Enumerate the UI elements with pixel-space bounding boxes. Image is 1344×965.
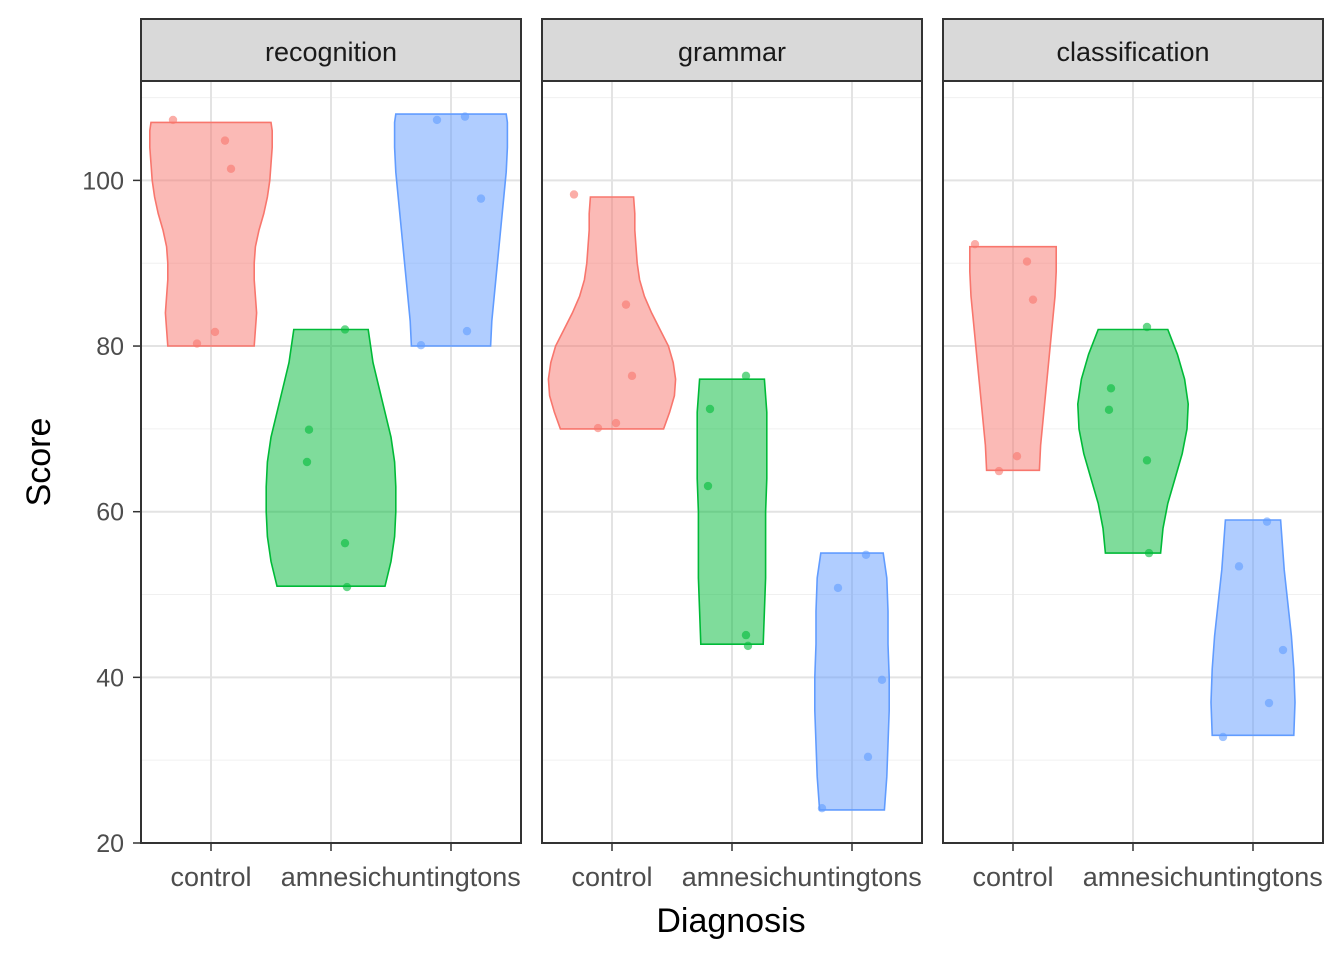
facet-strip-label: grammar — [678, 37, 786, 67]
data-point-amnesic — [1142, 456, 1152, 465]
data-point-control — [994, 466, 1004, 476]
data-point-huntingtons — [1262, 517, 1272, 526]
data-point-amnesic — [743, 641, 753, 651]
data-point-huntingtons — [833, 583, 843, 593]
x-tick-label: control — [571, 862, 652, 892]
data-point-control — [192, 339, 202, 348]
data-point-amnesic — [705, 404, 715, 414]
data-point-amnesic — [1104, 405, 1114, 415]
x-tick-label: control — [170, 862, 251, 892]
data-point-huntingtons — [1278, 645, 1288, 655]
data-point-huntingtons — [1264, 698, 1274, 708]
y-tick-label: 80 — [96, 333, 124, 361]
facet-strip — [942, 18, 1324, 82]
data-point-control — [611, 418, 621, 428]
data-point-huntingtons — [863, 752, 873, 762]
facet-strip-label: recognition — [265, 37, 397, 67]
data-point-huntingtons — [1218, 732, 1228, 742]
violin-huntingtons — [393, 113, 509, 347]
x-tick-label: amnesic — [1083, 862, 1184, 892]
data-point-control — [627, 371, 637, 381]
y-axis-title: Score — [20, 418, 58, 507]
data-point-control — [593, 423, 603, 433]
data-point-amnesic — [342, 582, 352, 592]
y-tick-label: 20 — [96, 830, 124, 858]
data-point-control — [1012, 452, 1022, 461]
data-point-huntingtons — [861, 550, 871, 559]
data-point-control — [220, 136, 230, 145]
x-tick-label: control — [972, 862, 1053, 892]
violin-control — [149, 121, 274, 347]
x-axis-title: Diagnosis — [656, 902, 805, 940]
facet-strip — [140, 18, 522, 82]
data-point-amnesic — [340, 538, 350, 548]
facet-strip — [541, 18, 923, 82]
data-point-control — [168, 115, 178, 125]
data-point-control — [1022, 257, 1032, 266]
data-point-amnesic — [741, 371, 751, 381]
x-tick-label: huntingtons — [1183, 862, 1323, 892]
data-point-amnesic — [1144, 548, 1154, 558]
violin-amnesic — [696, 378, 768, 646]
violin-amnesic — [265, 328, 397, 588]
facet-strip-label: classification — [1056, 37, 1209, 67]
data-point-amnesic — [703, 481, 713, 491]
violin-huntingtons — [813, 552, 891, 811]
data-point-huntingtons — [877, 675, 887, 685]
data-point-control — [569, 190, 579, 199]
data-point-control — [1028, 295, 1038, 304]
data-point-amnesic — [741, 630, 751, 640]
violin-control — [547, 196, 677, 430]
data-point-control — [226, 164, 236, 173]
data-point-amnesic — [302, 457, 312, 467]
data-point-huntingtons — [460, 112, 470, 121]
data-point-control — [621, 300, 631, 309]
x-tick-label: huntingtons — [381, 862, 521, 892]
y-tick-label: 40 — [96, 664, 124, 692]
y-tick-label: 100 — [82, 167, 124, 195]
x-tick-label: amnesic — [682, 862, 783, 892]
violin-amnesic — [1076, 328, 1190, 554]
data-point-huntingtons — [462, 326, 472, 336]
x-tick-label: huntingtons — [782, 862, 922, 892]
x-tick-label: amnesic — [281, 862, 382, 892]
data-point-huntingtons — [432, 115, 442, 125]
data-point-amnesic — [1142, 322, 1152, 332]
data-point-control — [210, 327, 220, 337]
data-point-amnesic — [340, 325, 350, 334]
y-tick-label: 60 — [96, 499, 124, 527]
data-point-huntingtons — [1234, 562, 1244, 571]
data-point-huntingtons — [817, 804, 827, 813]
data-point-control — [970, 239, 980, 249]
violin-huntingtons — [1210, 519, 1296, 737]
data-point-huntingtons — [416, 341, 426, 350]
data-point-huntingtons — [476, 194, 486, 203]
data-point-amnesic — [1106, 384, 1116, 393]
data-point-amnesic — [304, 425, 314, 434]
